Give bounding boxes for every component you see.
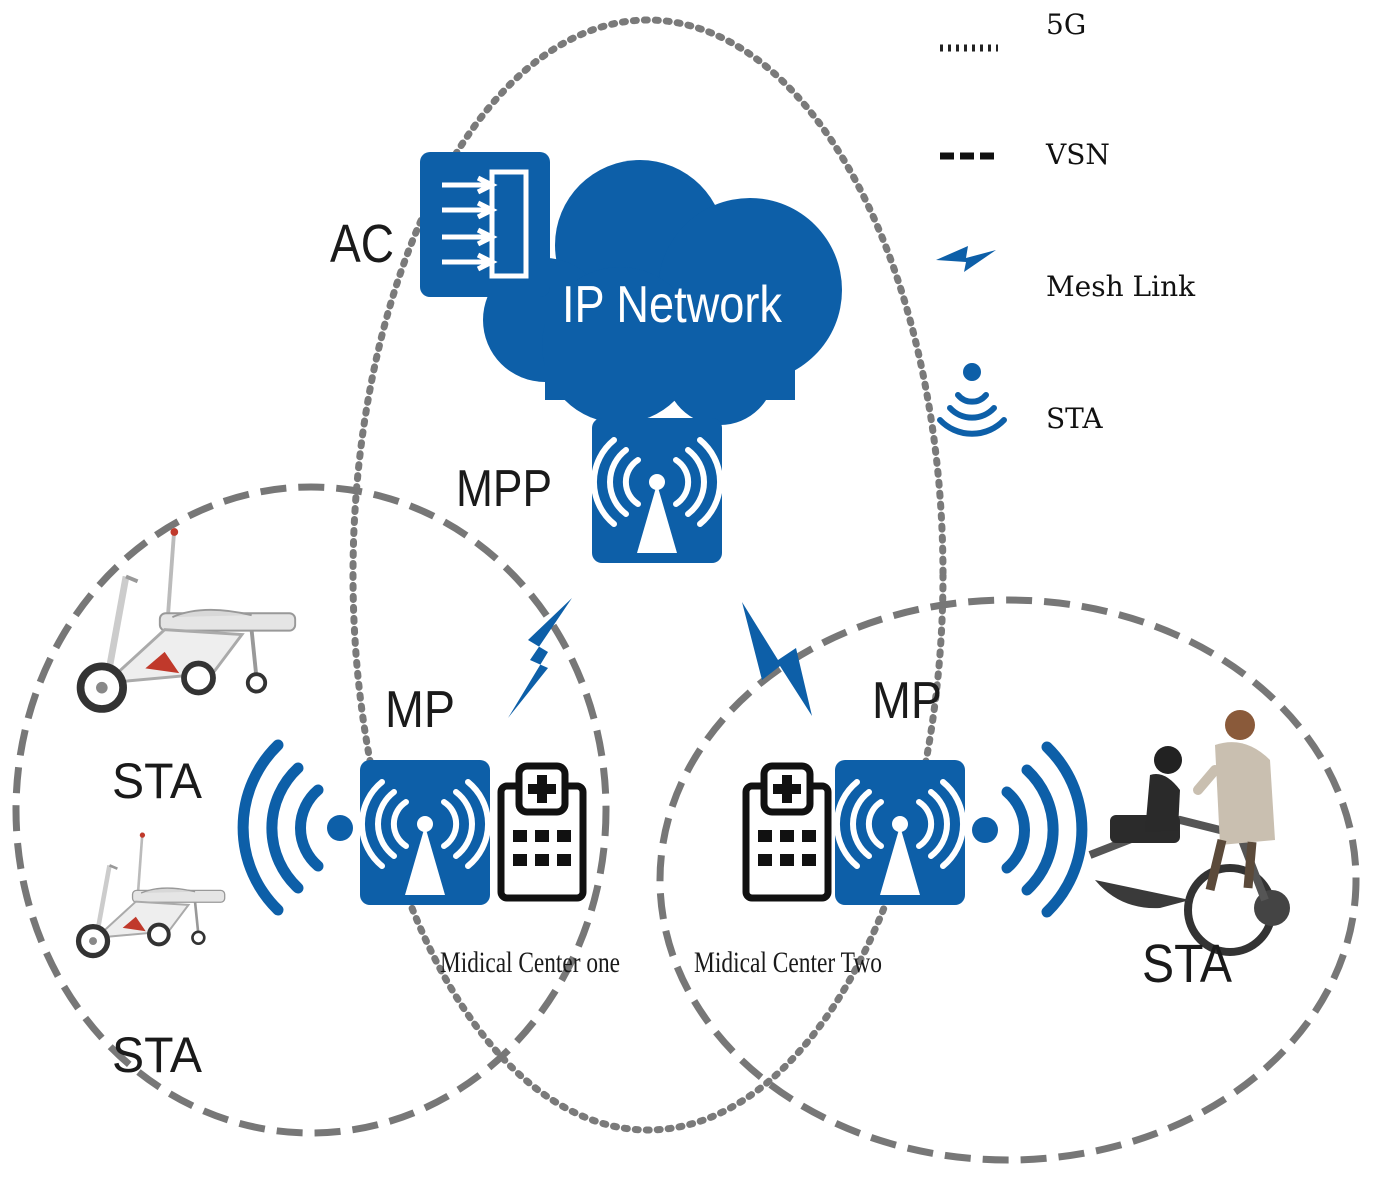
mpp-antenna-icon (592, 418, 722, 563)
stretcher-image-bottom (79, 832, 225, 955)
legend-vsn-label: VSN (1045, 138, 1110, 171)
vsn-ellipse-right (656, 596, 1360, 1164)
ac-controller-icon (420, 152, 550, 297)
stretcher-image-top (81, 528, 296, 709)
ac-label: AC (330, 214, 394, 274)
mp-left-label: MP (385, 681, 455, 739)
sta-top-left-label: STA (112, 753, 203, 809)
wheelchair-users-image (1088, 710, 1290, 956)
5g-coverage-ellipse (349, 16, 947, 1134)
mpp-label: MPP (456, 460, 552, 518)
legend-sta-label: STA (1046, 402, 1103, 435)
vsn-ellipse-left (12, 483, 610, 1137)
hospital-icon-right (746, 766, 828, 898)
legend-wifi-signal-icon (937, 363, 1007, 437)
legend-mesh-link-label: Mesh Link (1046, 270, 1196, 303)
ip-network-cloud: IP Network (483, 160, 842, 425)
medical-center-one-label: Midical Center one (440, 946, 620, 979)
mp-right-label: MP (872, 672, 942, 730)
mesh-link-lightning-icon-right (742, 602, 812, 716)
ip-network-label: IP Network (562, 276, 783, 334)
mp-left-antenna-icon (360, 760, 490, 905)
legend-lightning-icon (936, 246, 996, 272)
wifi-signal-icon-left (237, 739, 353, 916)
wifi-signal-icon-right (972, 741, 1088, 918)
sta-right-label: STA (1142, 934, 1232, 994)
mesh-link-lightning-icon-left (508, 598, 572, 718)
mp-right-antenna-icon (835, 760, 965, 905)
legend: 5G VSN Mesh Link STA (936, 8, 1196, 437)
legend-5g-label: 5G (1046, 8, 1086, 41)
medical-center-two-label: Midical Center Two (694, 946, 882, 979)
hospital-icon-left (501, 766, 583, 898)
sta-bottom-left-label: STA (112, 1027, 203, 1083)
